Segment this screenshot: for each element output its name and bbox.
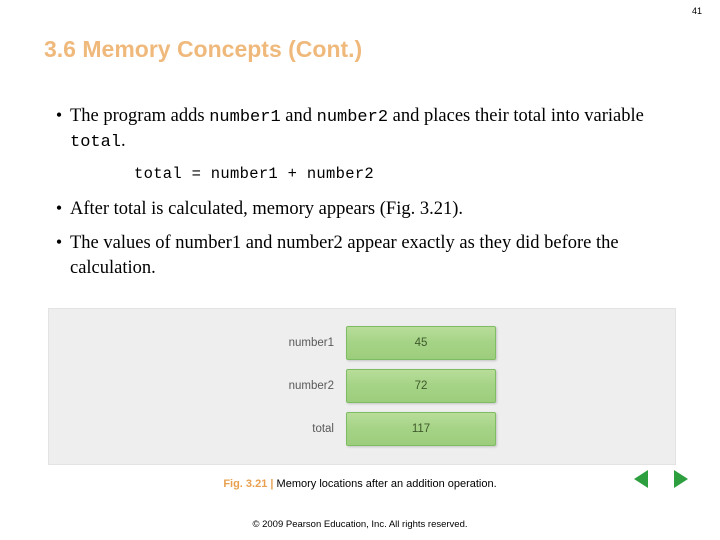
- bullet-item: • After total is calculated, memory appe…: [48, 197, 688, 221]
- variable-label: total: [312, 422, 334, 435]
- next-slide-button[interactable]: [666, 468, 696, 490]
- page-number: 41: [691, 6, 702, 16]
- bullet-marker: •: [55, 105, 63, 125]
- bullet-text-part: and: [280, 106, 317, 126]
- variable-value-cell: 45: [346, 325, 496, 360]
- bullet-item: • The values of number1 and number2 appe…: [48, 231, 688, 280]
- figure-number: Fig. 3.21: [223, 478, 268, 490]
- table-row: total 117: [254, 407, 524, 450]
- bullet-text: After total is calculated, memory appear…: [70, 198, 463, 219]
- copyright-notice: © 2009 Pearson Education, Inc. All right…: [252, 519, 468, 530]
- code-token-number1: number1: [209, 108, 281, 127]
- variable-label: number1: [288, 336, 334, 349]
- bullet-item: • The program adds number1 and number2 a…: [48, 104, 688, 155]
- triangle-left-icon: [634, 470, 648, 488]
- memory-table: number1 45 number2 72 total 117: [254, 321, 524, 450]
- figure-caption: Fig. 3.21 | Memory locations after an ad…: [0, 478, 720, 490]
- table-row: number1 45: [254, 321, 524, 364]
- bullet-marker: •: [55, 232, 63, 253]
- code-statement: total = number1 + number2: [134, 164, 375, 183]
- figure-caption-separator: |: [270, 478, 274, 490]
- memory-diagram: number1 45 number2 72 total 117: [48, 308, 676, 465]
- bullet-marker: •: [55, 197, 63, 218]
- code-token-total: total: [70, 133, 122, 153]
- code-token-number2: number2: [316, 108, 389, 127]
- previous-slide-button[interactable]: [626, 468, 656, 490]
- bullet-text: The values of number1 and number2 appear…: [70, 233, 619, 278]
- bullet-text: The program adds number1 and number2 and…: [70, 104, 688, 155]
- page-title: 3.6 Memory Concepts (Cont.): [44, 36, 363, 62]
- bullet-text-part: and places their total into variable: [388, 106, 644, 126]
- triangle-right-icon: [674, 470, 688, 488]
- variable-label: number2: [288, 379, 334, 392]
- figure-caption-text: Memory locations after an addition opera…: [276, 478, 497, 490]
- bullet-text-part: .: [121, 131, 126, 152]
- bullet-text-part: The program adds: [70, 106, 210, 126]
- table-row: number2 72: [254, 364, 524, 407]
- slide-navigation: [626, 468, 696, 490]
- variable-value-cell: 72: [346, 368, 496, 403]
- slide-body: • The program adds number1 and number2 a…: [48, 104, 688, 280]
- variable-value-cell: 117: [346, 411, 496, 446]
